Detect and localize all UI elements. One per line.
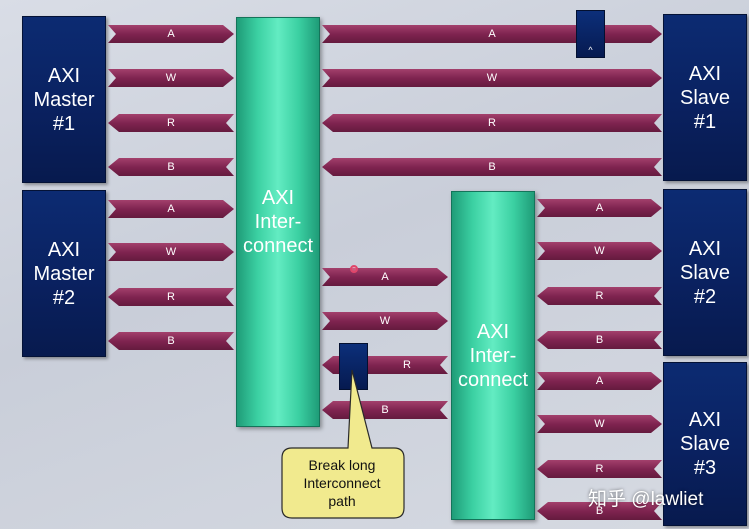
channel-s2-b: B: [537, 331, 662, 349]
channel-s1-w: W: [322, 69, 662, 87]
channel-label: R: [595, 463, 604, 475]
channel-s2-r: R: [537, 287, 662, 305]
axi-slave-2: AXI Slave #2: [663, 189, 747, 356]
channel-label: R: [167, 117, 175, 129]
channel-s3-w: W: [537, 415, 662, 433]
channel-label: A: [488, 28, 496, 40]
channel-s3-r: R: [537, 460, 662, 478]
channel-label: R: [167, 291, 175, 303]
channel-m1-r: R: [108, 114, 234, 132]
channel-m2-r: R: [108, 288, 234, 306]
channel-s2-w: W: [537, 242, 662, 260]
axi-slave-3-label: AXI Slave #3: [679, 409, 731, 479]
axi-master-1: AXI Master #1: [22, 16, 106, 183]
channel-label: A: [595, 375, 604, 387]
channel-label: B: [595, 505, 604, 517]
channel-label: B: [167, 335, 175, 347]
channel-label: A: [381, 271, 389, 283]
channel-label: W: [379, 315, 391, 327]
channel-label: B: [167, 161, 175, 173]
channel-s1-a: A: [322, 25, 662, 43]
channel-label: W: [594, 245, 605, 257]
channel-label: W: [594, 418, 605, 430]
channel-m2-b: B: [108, 332, 234, 350]
axi-master-2-label: AXI Master #2: [33, 238, 95, 309]
axi-slave-1-label: AXI Slave #1: [679, 62, 731, 133]
channel-bridge-a: A: [322, 268, 448, 286]
channel-label: R: [488, 117, 496, 129]
channel-s1-r: R: [322, 114, 662, 132]
channel-label: A: [167, 203, 175, 215]
channel-s1-b: B: [322, 158, 662, 176]
channel-s2-a: A: [537, 199, 662, 217]
callout-text-label: Break long Interconnect path: [303, 457, 381, 509]
axi-slave-1: AXI Slave #1: [663, 14, 747, 181]
axi-interconnect-1-label: AXI Inter- connect: [242, 187, 314, 257]
channel-m1-b: B: [108, 158, 234, 176]
channel-label: R: [403, 359, 411, 371]
axi-interconnect-1: AXI Inter- connect: [236, 17, 320, 427]
axi-interconnect-2-label: AXI Inter- connect: [457, 320, 529, 391]
cursor-dot: [350, 265, 358, 273]
axi-slave-2-label: AXI Slave #2: [679, 237, 731, 308]
axi-master-2: AXI Master #2: [22, 190, 106, 357]
channel-m1-a: A: [108, 25, 234, 43]
channel-label: B: [488, 161, 496, 173]
callout-text: Break long Interconnect path: [283, 452, 401, 514]
axi-master-1-label: AXI Master #1: [33, 64, 95, 135]
channel-m2-a: A: [108, 200, 234, 218]
channel-m2-w: W: [108, 243, 234, 261]
channel-s3-a: A: [537, 372, 662, 390]
axi-slave-3: AXI Slave #3: [663, 362, 747, 526]
channel-s3-b: B: [537, 502, 662, 520]
channel-m1-w: W: [108, 69, 234, 87]
channel-label: W: [165, 72, 177, 84]
watermark: 知乎 @lawliet: [588, 489, 704, 510]
channel-bridge-b: B: [322, 401, 448, 419]
channel-label: W: [165, 246, 177, 258]
register-slice-a-channel: ^: [576, 10, 605, 58]
channel-label: R: [595, 290, 604, 302]
axi-interconnect-2: AXI Inter- connect: [451, 191, 535, 520]
caret-up-icon: ^: [588, 45, 593, 55]
register-slice-r-channel: [339, 343, 368, 390]
channel-label: A: [595, 202, 604, 214]
channel-label: A: [167, 28, 175, 40]
channel-label: B: [381, 404, 389, 416]
channel-label: W: [486, 72, 498, 84]
channel-bridge-w: W: [322, 312, 448, 330]
channel-label: B: [595, 334, 604, 346]
